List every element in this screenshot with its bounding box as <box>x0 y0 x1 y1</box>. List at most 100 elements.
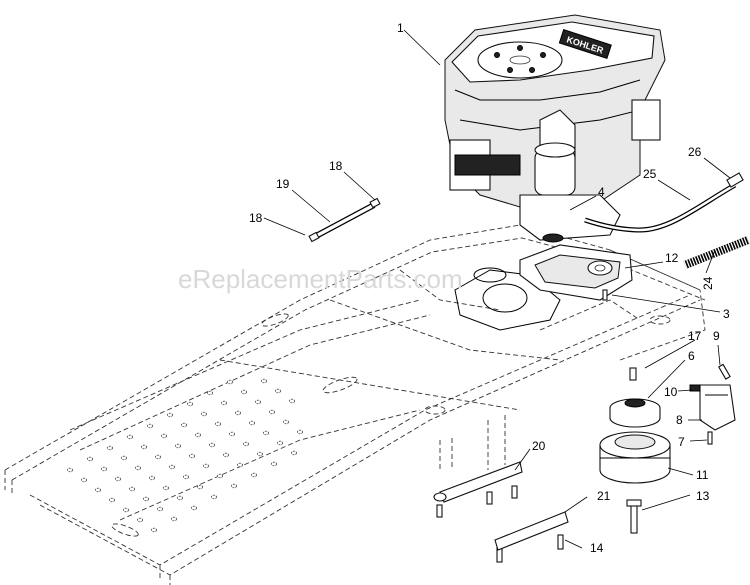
footrest-hole <box>186 401 193 407</box>
footrest-hole <box>190 505 197 511</box>
footrest-hole <box>248 420 255 426</box>
footrest-hole <box>87 456 94 462</box>
idler-arm <box>433 461 523 503</box>
footrest-hole <box>210 494 217 500</box>
footrest-hole <box>202 463 209 469</box>
footrest-hole <box>226 379 233 385</box>
key <box>629 367 637 381</box>
footrest-hole <box>168 464 175 470</box>
bracket <box>699 384 736 431</box>
footrest-hole <box>188 453 195 459</box>
callout-6: 6 <box>688 349 695 363</box>
callout-18: 18 <box>329 159 343 173</box>
footrest-hole <box>150 527 157 533</box>
footrest-hole <box>156 506 163 512</box>
callout-labels: 1 26 18 25 19 4 18 24 12 3 17 9 6 10 8 7… <box>249 21 730 555</box>
footrest-hole <box>136 517 143 523</box>
footrest-hole <box>236 462 243 468</box>
callout-21: 21 <box>597 489 611 503</box>
callout-3: 3 <box>723 307 730 321</box>
footrest-hole <box>81 477 88 483</box>
pulley <box>609 398 661 428</box>
footrest-hole <box>206 390 213 396</box>
footrest-hole <box>296 429 303 435</box>
footrest-hole <box>254 399 261 405</box>
footrest-hole <box>67 467 74 473</box>
footrest-hole <box>107 445 114 451</box>
callout-14: 14 <box>590 541 604 555</box>
bolts <box>436 289 731 563</box>
footrest-hole <box>194 432 201 438</box>
callout-18b: 18 <box>249 211 263 225</box>
footrest-hole <box>109 497 116 503</box>
footrest-holes <box>67 378 303 533</box>
leader-lines <box>263 29 731 549</box>
footrest-hole <box>127 434 134 440</box>
footrest-hole <box>154 454 161 460</box>
rod-assembly <box>308 197 381 243</box>
footrest-hole <box>123 507 130 513</box>
footrest-hole <box>146 423 153 429</box>
footrest-hole <box>262 430 269 436</box>
footrest-hole <box>276 440 283 446</box>
footrest-hole <box>222 452 229 458</box>
callout-20: 20 <box>532 439 546 453</box>
footrest-hole <box>228 431 235 437</box>
footrest-hole <box>288 398 295 404</box>
footrest-hole <box>101 466 108 472</box>
footrest-hole <box>196 484 203 490</box>
footrest-hole <box>182 474 189 480</box>
footrest-hole <box>220 400 227 406</box>
fuel-line <box>584 172 744 233</box>
callout-8: 8 <box>676 413 683 427</box>
footrest-hole <box>134 465 141 471</box>
footrest-hole <box>115 476 122 482</box>
callout-10: 10 <box>664 385 678 399</box>
footrest-hole <box>214 421 221 427</box>
callout-12: 12 <box>665 251 679 265</box>
footrest-hole <box>268 409 275 415</box>
footrest-hole <box>240 389 247 395</box>
footrest-hole <box>140 444 147 450</box>
callout-1: 1 <box>397 21 404 35</box>
footrest-hole <box>208 442 215 448</box>
footrest-hole <box>234 410 241 416</box>
footrest-hole <box>250 472 257 478</box>
footrest-hole <box>176 495 183 501</box>
pto-clutch <box>599 431 671 484</box>
muffler <box>519 244 633 301</box>
callout-25: 25 <box>643 167 657 181</box>
callout-7: 7 <box>678 435 685 449</box>
footrest-hole <box>128 486 135 492</box>
footrest-hole <box>166 412 173 418</box>
frame-assembly <box>4 224 706 585</box>
footrest-hole <box>216 473 223 479</box>
footrest-hole <box>174 443 181 449</box>
footrest-hole <box>148 475 155 481</box>
footrest-hole <box>256 451 263 457</box>
footrest-hole <box>121 455 128 461</box>
footrest-hole <box>270 461 277 467</box>
footrest-hole <box>290 450 297 456</box>
callout-24: 24 <box>701 276 715 290</box>
footrest-hole <box>142 496 149 502</box>
footrest-hole <box>160 433 167 439</box>
footrest-hole <box>170 516 177 522</box>
idler-arm-lower <box>494 511 569 551</box>
callout-26: 26 <box>688 145 702 159</box>
callout-11: 11 <box>696 468 709 482</box>
footrest-hole <box>180 422 187 428</box>
callout-19: 19 <box>276 177 290 191</box>
footrest-hole <box>200 411 207 417</box>
footrest-hole <box>242 441 249 447</box>
footrest-hole <box>260 378 267 384</box>
footrest-hole <box>274 388 281 394</box>
footrest-hole <box>230 483 237 489</box>
callout-17: 17 <box>688 329 702 343</box>
engine: KOHLER <box>444 14 666 243</box>
spring <box>683 236 750 269</box>
callout-4: 4 <box>598 185 605 199</box>
callout-13: 13 <box>696 489 710 503</box>
footrest-hole <box>282 419 289 425</box>
